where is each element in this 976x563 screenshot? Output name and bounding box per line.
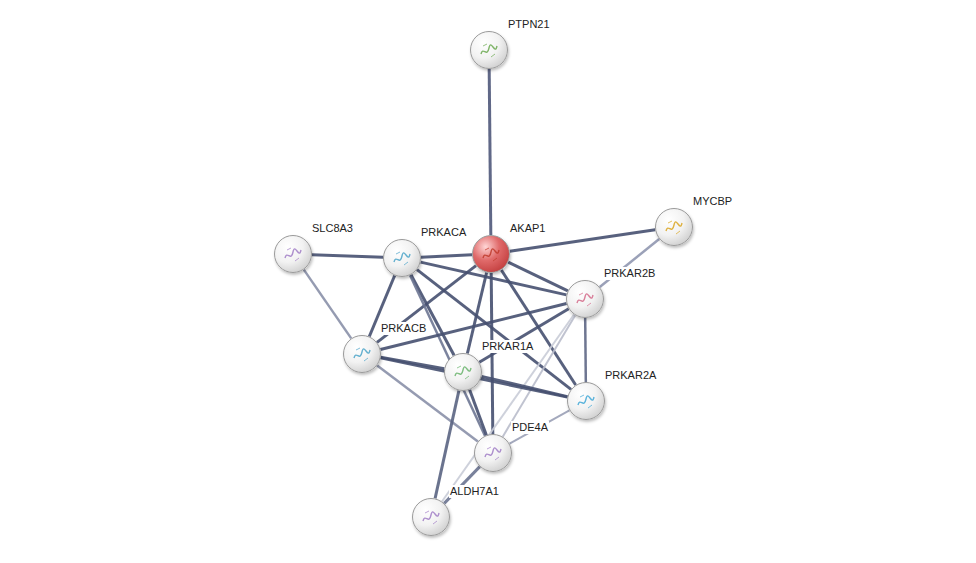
structure-icon xyxy=(473,236,509,272)
node-label: PRKAR2A xyxy=(604,369,657,382)
node-label: PTPN21 xyxy=(507,18,551,31)
interaction-edge xyxy=(479,309,568,362)
interaction-edge xyxy=(410,275,485,436)
interaction-edge xyxy=(442,315,574,502)
protein-node: MYCBP xyxy=(655,208,693,246)
node-label: AKAP1 xyxy=(509,222,546,235)
interaction-edge xyxy=(481,376,567,396)
node-circle xyxy=(274,235,312,273)
protein-node: PRKAR1A xyxy=(444,353,482,391)
structure-icon xyxy=(656,209,692,245)
node-label: PRKACA xyxy=(420,226,467,239)
structure-icon xyxy=(475,435,511,471)
interaction-edge xyxy=(489,69,491,235)
node-label: ALDH7A1 xyxy=(449,485,500,498)
node-circle xyxy=(470,31,508,69)
interaction-edge xyxy=(304,270,351,339)
node-circle xyxy=(566,280,604,318)
structure-icon xyxy=(445,354,481,390)
node-label: SLC8A3 xyxy=(311,222,354,235)
interaction-edge xyxy=(470,390,487,435)
structure-icon xyxy=(413,499,449,535)
node-label: PRKACB xyxy=(380,322,427,335)
interaction-edge xyxy=(600,239,659,287)
structure-icon xyxy=(471,32,507,68)
protein-node: PRKACB xyxy=(343,335,381,373)
protein-node: PRKACA xyxy=(383,239,421,277)
protein-node: AKAP1 xyxy=(472,235,510,273)
interaction-edge xyxy=(508,262,568,291)
node-circle xyxy=(383,239,421,277)
structure-icon xyxy=(384,240,420,276)
node-circle xyxy=(472,235,510,273)
protein-node: PTPN21 xyxy=(470,31,508,69)
node-circle xyxy=(444,353,482,391)
protein-node: PRKAR2B xyxy=(566,280,604,318)
node-circle xyxy=(567,382,605,420)
node-label: PRKAR1A xyxy=(481,340,534,353)
node-circle xyxy=(412,498,450,536)
protein-node: ALDH7A1 xyxy=(412,498,450,536)
structure-icon xyxy=(275,236,311,272)
structure-icon xyxy=(568,383,604,419)
node-label: PRKAR2B xyxy=(603,267,656,280)
interaction-edge xyxy=(435,391,459,499)
interaction-edge xyxy=(411,275,454,355)
protein-node: PDE4A xyxy=(474,434,512,472)
interaction-edge xyxy=(421,255,472,257)
node-circle xyxy=(474,434,512,472)
node-circle xyxy=(655,208,693,246)
interaction-edge xyxy=(503,315,576,436)
protein-node: SLC8A3 xyxy=(274,235,312,273)
structure-icon xyxy=(344,336,380,372)
interaction-edge xyxy=(584,318,587,382)
interaction-edge xyxy=(312,255,383,258)
node-label: PDE4A xyxy=(511,421,549,434)
node-circle xyxy=(343,335,381,373)
structure-icon xyxy=(567,281,603,317)
node-label: MYCBP xyxy=(692,195,733,208)
protein-node: PRKAR2A xyxy=(567,382,605,420)
interaction-edge xyxy=(510,410,570,443)
